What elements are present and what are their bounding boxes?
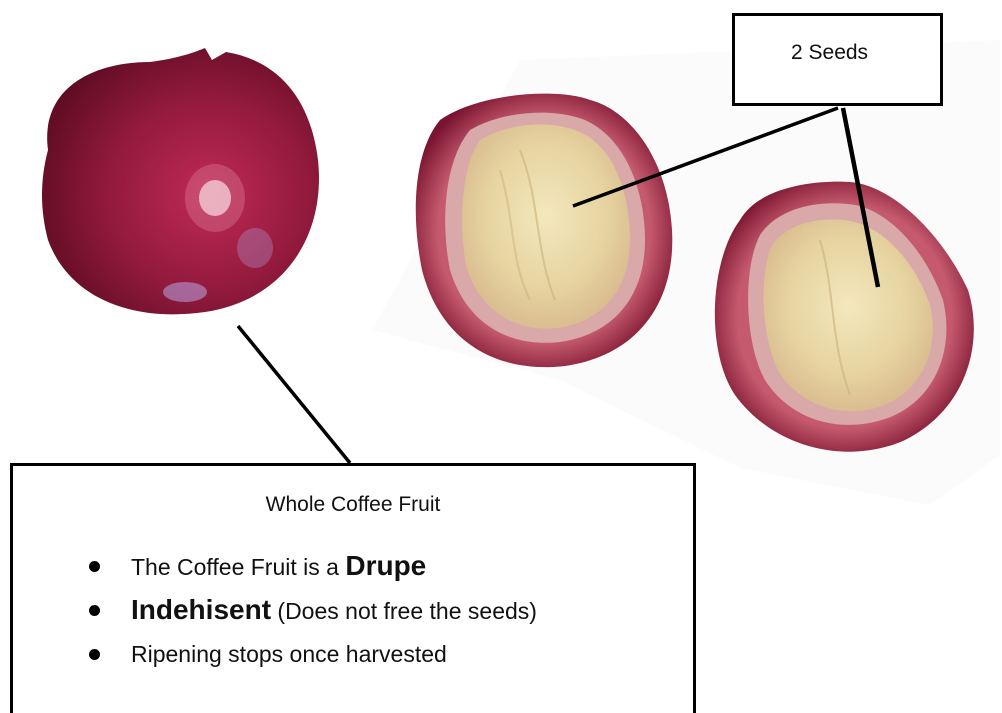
bullet-icon (89, 649, 100, 660)
whole-fruit-label-box: Whole Coffee Fruit The Coffee Fruit is a… (10, 463, 696, 713)
bullet-text: The Coffee Fruit is a (131, 554, 345, 580)
bullet-bold-term: Indehisent (131, 594, 271, 625)
coffee-fruit-half-left (416, 94, 673, 368)
seeds-label-box: 2 Seeds (732, 13, 943, 106)
list-item: The Coffee Fruit is a Drupe (83, 544, 537, 588)
leader-line-whole-fruit (238, 326, 350, 463)
bullet-text: Ripening stops once harvested (131, 641, 447, 667)
bullet-bold-term: Drupe (345, 550, 426, 581)
bullet-icon (89, 605, 100, 616)
list-item: Indehisent (Does not free the seeds) (83, 588, 537, 632)
bullet-icon (89, 561, 100, 572)
fruit-facts-list: The Coffee Fruit is a Drupe Indehisent (… (83, 544, 537, 676)
whole-fruit-title: Whole Coffee Fruit (13, 493, 693, 517)
whole-coffee-fruit (42, 48, 319, 314)
bullet-text: (Does not free the seeds) (271, 598, 537, 624)
seeds-label: 2 Seeds (791, 41, 868, 65)
list-item: Ripening stops once harvested (83, 632, 537, 676)
